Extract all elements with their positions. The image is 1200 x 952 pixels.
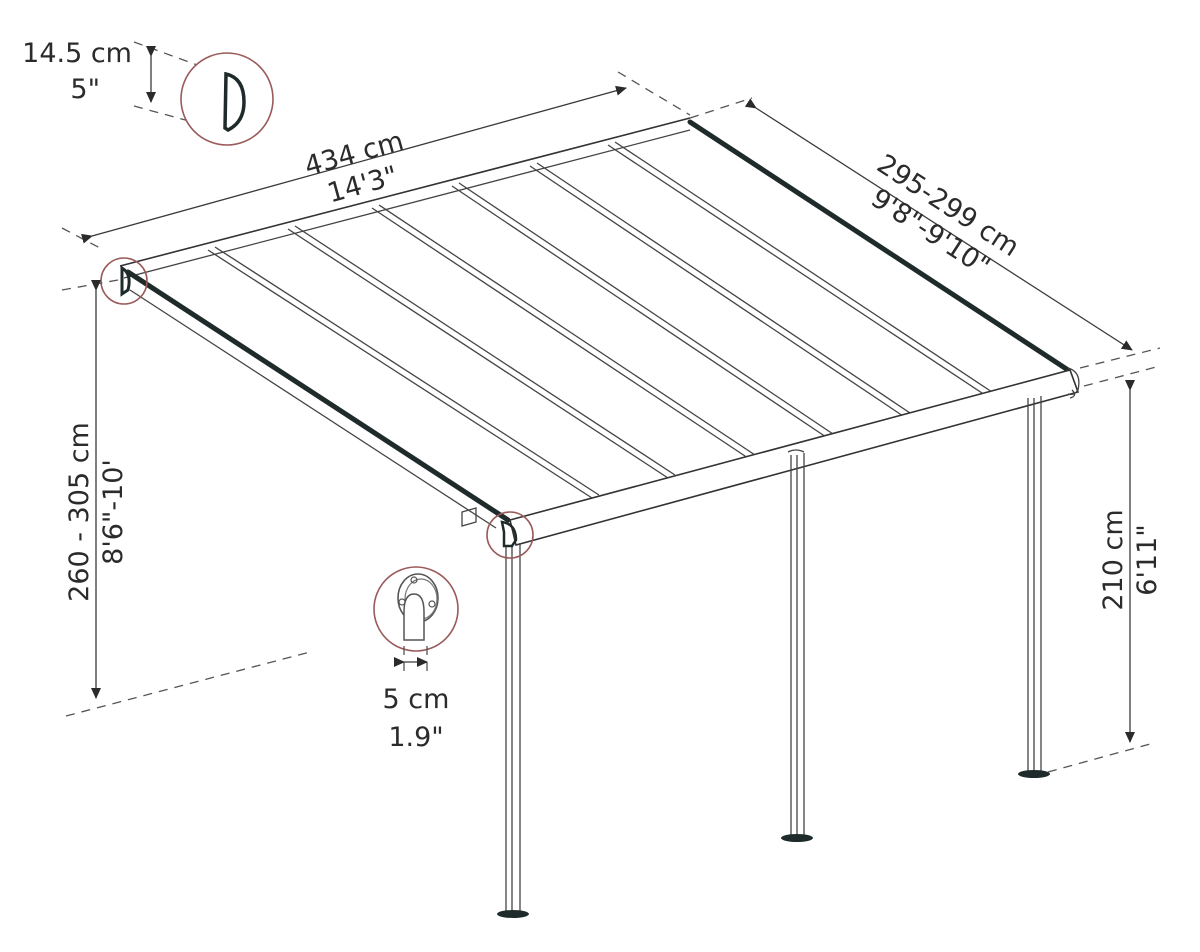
gutter-d-profile-icon [223,71,246,133]
post-height-metric-label: 210 cm [1098,509,1129,610]
front-beam-end-cap [1067,367,1080,396]
post-top-icon [403,593,425,641]
width-dimension-line [81,85,627,244]
corner-joint-icon [500,520,518,548]
post-width-imperial-label: 1.9" [388,722,443,753]
posts [497,396,1050,918]
post-bracket-callout: 5 cm 1.9" [373,566,459,753]
gutter-height-metric-label: 14.5 cm [22,38,132,69]
wall-bracket [461,507,477,527]
left-rafter [125,269,511,523]
left-rafter-lower-edge [129,289,497,529]
gutter-height-imperial-label: 5" [70,74,100,105]
post-height-dimension: 210 cm 6'11" [1047,365,1163,773]
post-front-right [1018,396,1050,778]
wall-height-metric-label: 260 - 305 cm [64,422,95,602]
wall-height-dimension: 260 - 305 cm 8'6"-10' [61,279,311,717]
gutter-end-icon [120,265,131,297]
post-height-imperial-label: 6'11" [1132,524,1163,595]
post-front-left [497,543,529,918]
depth-dimension-line [744,98,1133,351]
wall-height-imperial-label: 8'6"-10' [98,459,129,565]
wall-corner-callout [100,257,148,305]
post-base-plate [497,910,529,918]
front-beam [509,369,1080,546]
post-width-metric-label: 5 cm [383,684,450,715]
post-base-plate [781,834,813,842]
post-front-middle [781,449,813,842]
post-base-plate [1018,770,1050,778]
front-corner-callout [486,511,534,559]
gutter-profile-callout: 14.5 cm 5" [22,38,274,146]
